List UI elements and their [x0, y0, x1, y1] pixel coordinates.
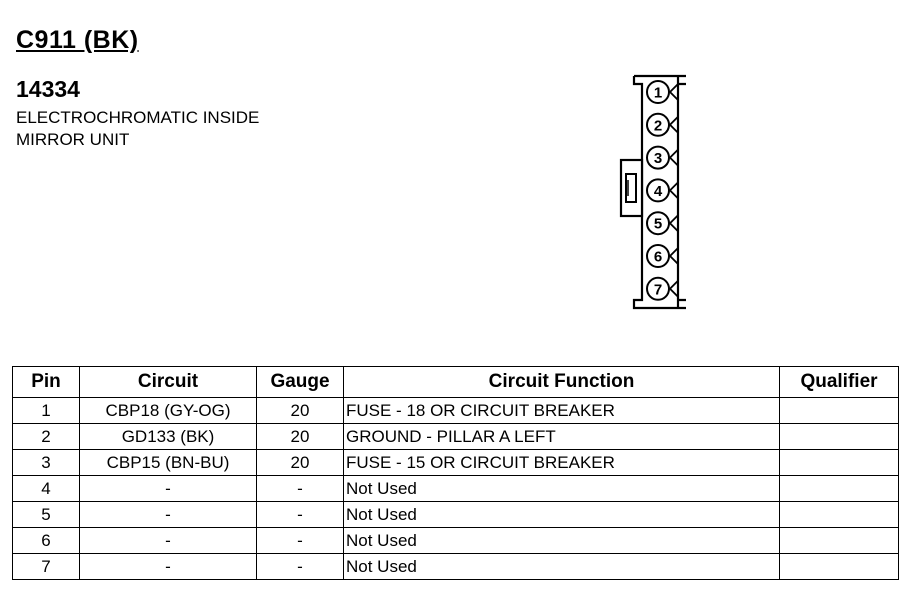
table-row: 7 - - Not Used [12, 553, 899, 580]
cell-qualifier [779, 449, 899, 476]
table-row: 3 CBP15 (BN-BU) 20 FUSE - 15 OR CIRCUIT … [12, 449, 899, 476]
cell-gauge: 20 [256, 397, 344, 424]
cell-pin: 5 [12, 501, 80, 528]
cell-qualifier [779, 501, 899, 528]
pin-terminal-notch [668, 83, 679, 101]
part-number: 14334 [16, 76, 80, 102]
pin-number-label: 4 [654, 183, 663, 200]
cell-circuit-function: Not Used [343, 553, 780, 580]
column-header-circuit: Circuit [79, 366, 257, 398]
cell-pin: 6 [12, 527, 80, 554]
connector-face-diagram: 1 2 3 4 5 6 7 [619, 74, 686, 310]
table-header-row: Pin Circuit Gauge Circuit Function Quali… [12, 366, 899, 398]
cell-pin: 2 [12, 423, 80, 450]
column-header-pin: Pin [12, 366, 80, 398]
component-description: ELECTROCHROMATIC INSIDE MIRROR UNIT [16, 107, 259, 151]
cell-circuit-function: FUSE - 15 OR CIRCUIT BREAKER [343, 449, 780, 476]
table-row: 5 - - Not Used [12, 501, 899, 528]
cell-pin: 4 [12, 475, 80, 502]
cell-circuit-function: FUSE - 18 OR CIRCUIT BREAKER [343, 397, 780, 424]
cell-circuit-function: Not Used [343, 527, 780, 554]
cell-circuit: - [79, 475, 257, 502]
cell-circuit: - [79, 501, 257, 528]
cell-qualifier [779, 475, 899, 502]
pin-number-label: 7 [654, 281, 662, 298]
cell-gauge: - [256, 527, 344, 554]
cell-gauge: - [256, 501, 344, 528]
cell-qualifier [779, 423, 899, 450]
cell-qualifier [779, 527, 899, 554]
pin-terminal-notch [668, 181, 679, 200]
table-row: 2 GD133 (BK) 20 GROUND - PILLAR A LEFT [12, 423, 899, 450]
pin-terminal-notch [668, 214, 679, 232]
cell-pin: 7 [12, 553, 80, 580]
cell-pin: 3 [12, 449, 80, 476]
cell-circuit: GD133 (BK) [79, 423, 257, 450]
cell-circuit-function: Not Used [343, 475, 780, 502]
pin-terminal-notch [668, 148, 679, 167]
column-header-circuit-function: Circuit Function [343, 366, 780, 398]
column-header-gauge: Gauge [256, 366, 344, 398]
pin-number-label: 6 [654, 249, 662, 266]
cell-circuit: CBP15 (BN-BU) [79, 449, 257, 476]
pin-number-label: 2 [654, 117, 662, 134]
cell-gauge: - [256, 475, 344, 502]
cell-gauge: - [256, 553, 344, 580]
connector-pins: 1 2 3 4 5 6 7 [646, 80, 679, 301]
cell-circuit: CBP18 (GY-OG) [79, 397, 257, 424]
cell-circuit: - [79, 553, 257, 580]
connector-housing [632, 74, 686, 310]
cell-circuit-function: GROUND - PILLAR A LEFT [343, 423, 780, 450]
table-row: 4 - - Not Used [12, 475, 899, 502]
cell-qualifier [779, 397, 899, 424]
table-row: 1 CBP18 (GY-OG) 20 FUSE - 18 OR CIRCUIT … [12, 397, 899, 424]
cell-pin: 1 [12, 397, 80, 424]
cell-gauge: 20 [256, 423, 344, 450]
pin-number-label: 1 [654, 85, 662, 102]
cell-gauge: 20 [256, 449, 344, 476]
description-line-1: ELECTROCHROMATIC INSIDE [16, 108, 260, 127]
pin-terminal-notch [668, 247, 679, 265]
pin-number-label: 3 [654, 150, 662, 167]
cell-qualifier [779, 553, 899, 580]
pin-terminal-notch [668, 280, 679, 298]
table-row: 6 - - Not Used [12, 527, 899, 554]
description-line-2: MIRROR UNIT [16, 130, 130, 149]
pin-number-label: 5 [654, 216, 662, 233]
pin-terminal-notch [668, 116, 679, 134]
cell-circuit: - [79, 527, 257, 554]
cell-circuit-function: Not Used [343, 501, 780, 528]
column-header-qualifier: Qualifier [779, 366, 899, 398]
connector-lock-latch [625, 173, 637, 203]
connector-title: C911 (BK) [16, 26, 139, 54]
pinout-table: Pin Circuit Gauge Circuit Function Quali… [12, 366, 899, 580]
